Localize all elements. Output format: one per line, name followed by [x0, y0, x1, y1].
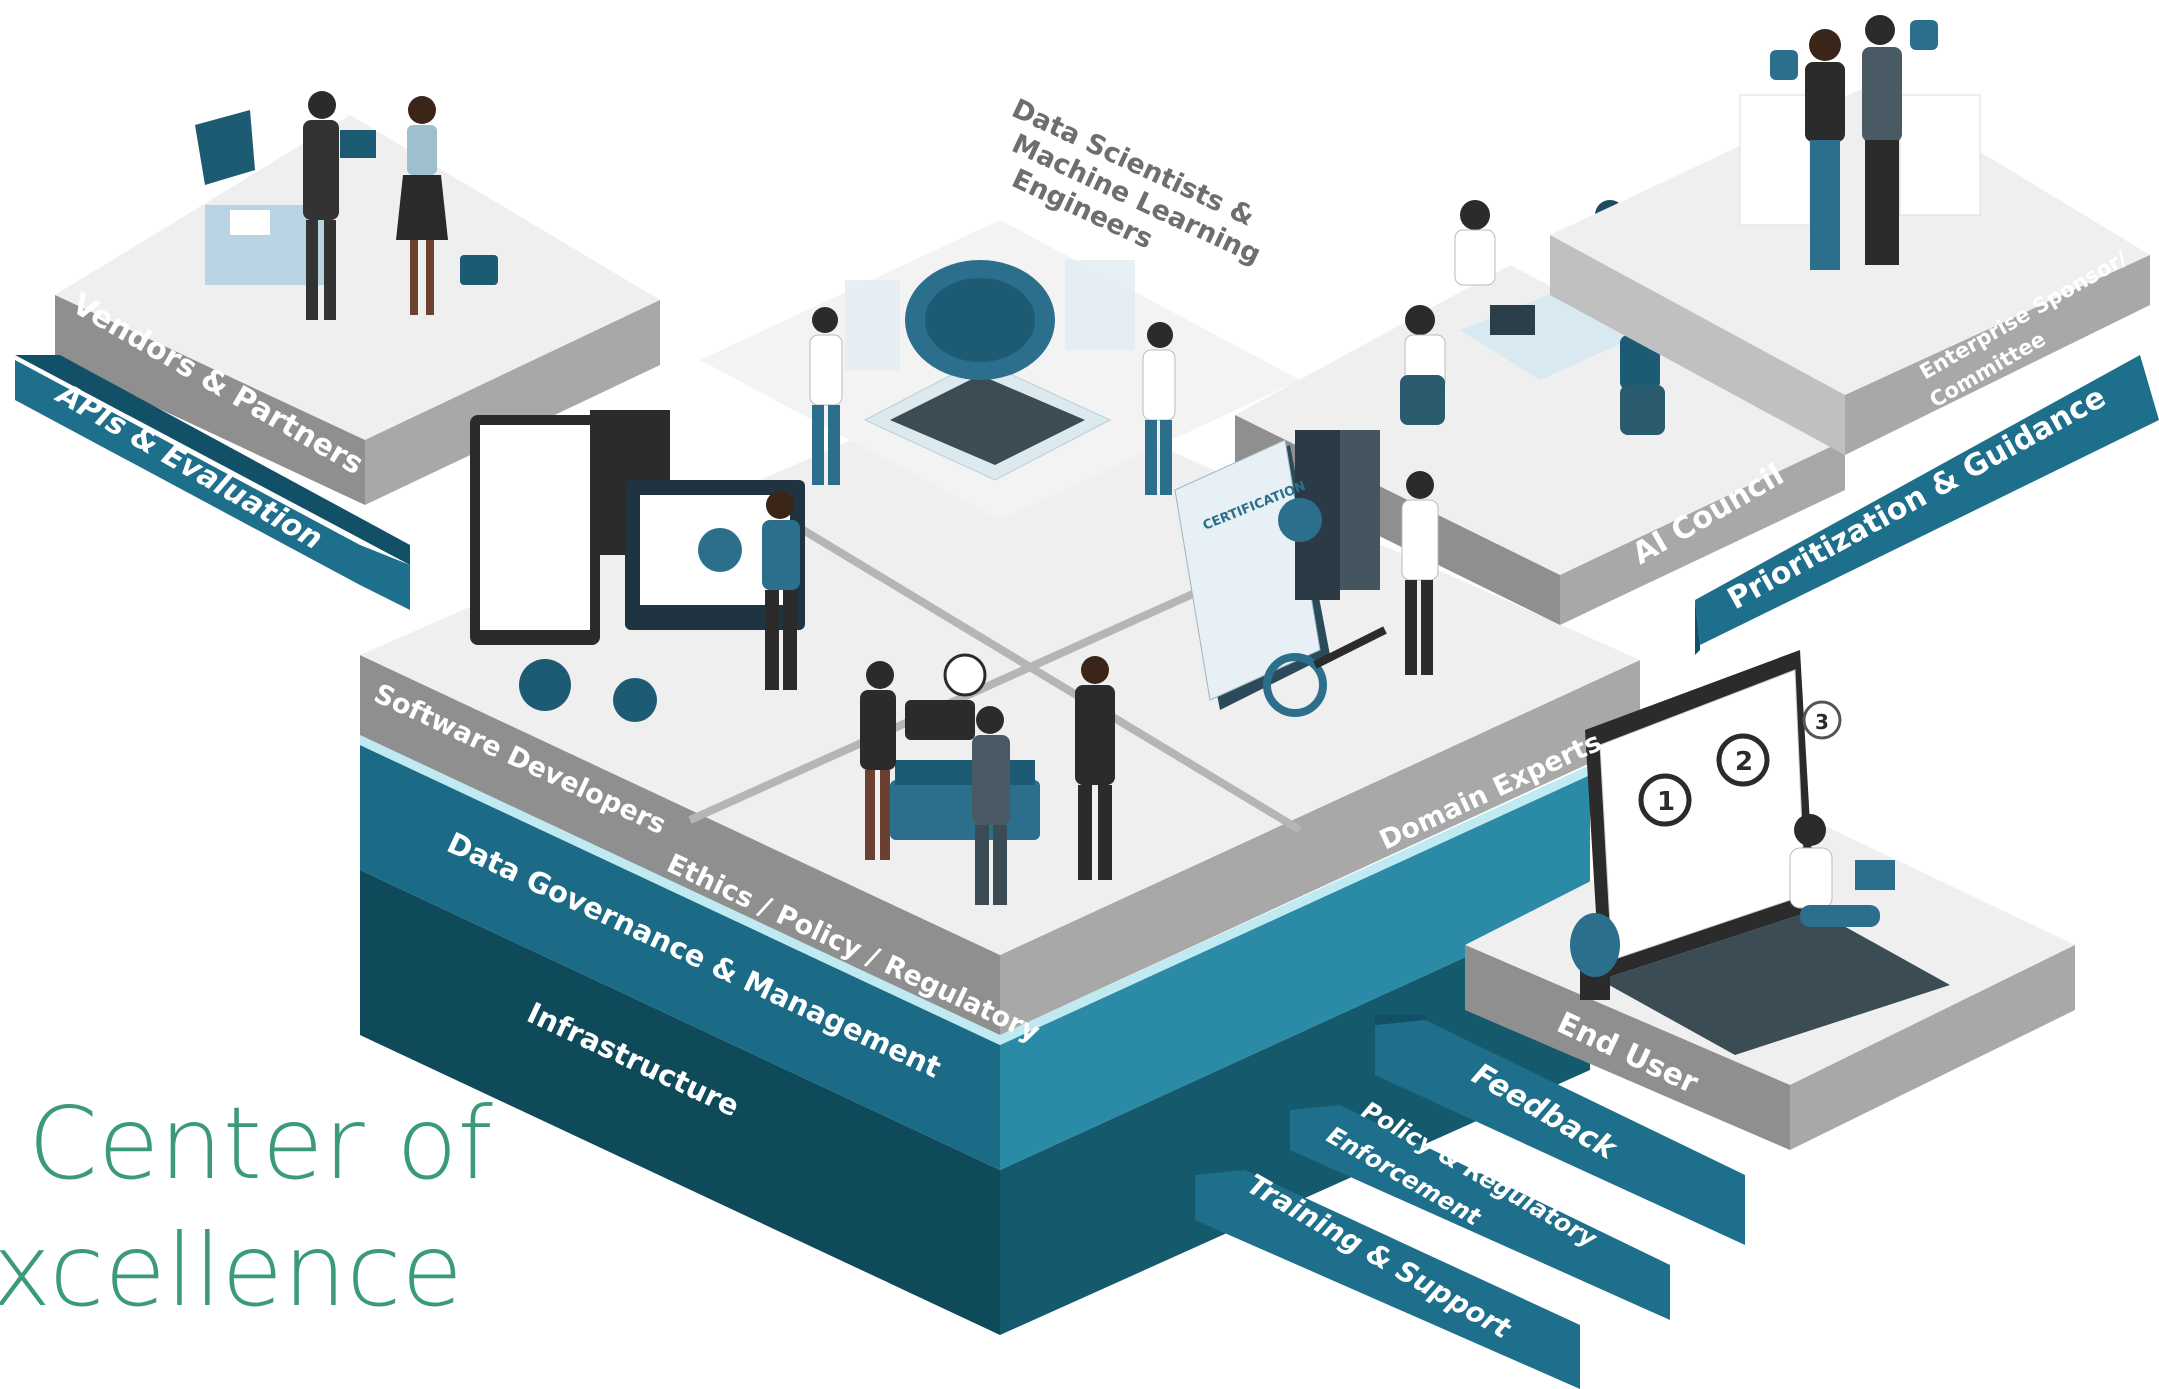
divider-2	[767, 506, 1303, 834]
step-3-label: 3	[1815, 710, 1829, 734]
enterprise-platform	[1550, 15, 2150, 455]
apis-banner	[15, 355, 410, 610]
platform-side-left	[360, 655, 1000, 1035]
governance-layer-right	[1000, 775, 1590, 1170]
infrastructure-layer-left	[360, 870, 1000, 1335]
ds-illustration	[809, 260, 1176, 495]
training-banner	[1195, 1170, 1580, 1389]
step-1-label: 1	[1657, 787, 1675, 817]
vendors-platform	[55, 91, 660, 505]
end-user-platform	[1465, 650, 2075, 1150]
step-2-label: 2	[1735, 747, 1753, 777]
governance-layer-left	[360, 745, 1000, 1170]
title-line-2: xcellence	[0, 1212, 463, 1329]
policy-banner	[1290, 1105, 1670, 1320]
feedback-banner	[1375, 1015, 1745, 1245]
title-line-1: Center of	[28, 1085, 493, 1202]
platform-side-right	[1000, 660, 1640, 1035]
ethics-illustration	[860, 653, 1115, 905]
domain-experts-illustration	[1174, 430, 1439, 717]
prioritization-banner	[1695, 355, 2159, 655]
divider-1	[688, 571, 1237, 824]
developers-illustration	[470, 410, 805, 722]
